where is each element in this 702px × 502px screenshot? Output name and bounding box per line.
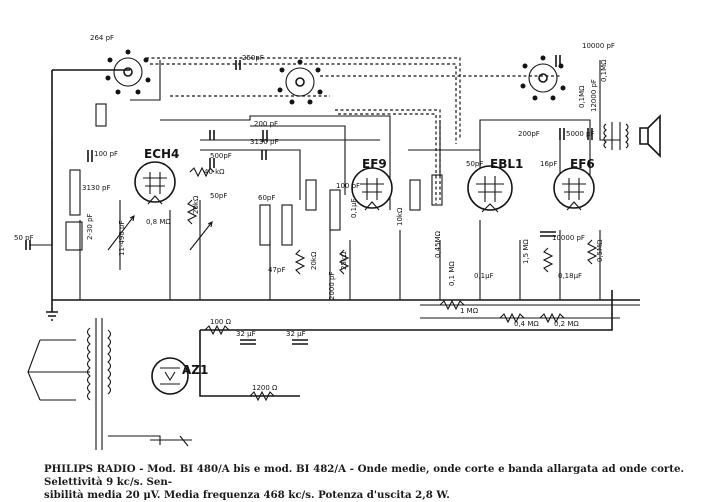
component-labels: 264 pF 250pF 10000 pF 0,1MΩ 0,1MΩ 12000 …: [14, 34, 615, 392]
label-05mohm: 0,5MΩ: [596, 239, 604, 262]
label-01mohm-a: 0,1MΩ: [600, 59, 608, 82]
output-transformer: [603, 122, 629, 150]
loudspeaker: [639, 114, 661, 158]
tube-label-ech4: ECH4: [144, 147, 179, 161]
label-10kohm: 10kΩ: [396, 207, 404, 226]
label-20kohm-left: 20kΩ: [192, 195, 200, 214]
capacitors: [25, 55, 593, 345]
caption: PHILIPS RADIO - Mod. BI 480/A bis e mod.…: [44, 463, 684, 502]
label-25kohm: 25kΩ: [340, 251, 348, 270]
label-200pf-right: 200pF: [518, 130, 540, 138]
label-100ohm: 100 Ω: [210, 318, 232, 326]
tube-label-ebl1: EBL1: [490, 157, 523, 171]
label-08mohm: 0,8 MΩ: [146, 218, 171, 226]
label-40kohm: 40 kΩ: [204, 168, 225, 176]
label-32uf-a: 32 μF: [236, 330, 256, 338]
tube-ef6: [553, 167, 595, 211]
b-plus-rail: [199, 290, 613, 397]
label-10000pf-top: 10000 pF: [582, 42, 615, 50]
label-5000pf: 5000 pF: [566, 130, 595, 138]
tube-az1: [151, 357, 189, 395]
label-20kohm-mid: 20kΩ: [310, 251, 318, 270]
wave-switch-1: [105, 49, 151, 95]
label-500pf: 500pF: [210, 152, 232, 160]
label-10000pf-right: 10000 pF: [552, 234, 585, 242]
tube-label-ef6: EF6: [570, 157, 595, 171]
label-045mohm: 0,45MΩ: [434, 230, 442, 258]
label-3130pf-top: 3130 pF: [250, 138, 279, 146]
label-02mohm: 0,2 MΩ: [554, 320, 579, 328]
tube-ef9: [351, 167, 393, 211]
label-60pf: 60pF: [258, 194, 275, 202]
caption-line-1: PHILIPS RADIO - Mod. BI 480/A bis e mod.…: [44, 463, 684, 488]
label-3130pf-left: 3130 pF: [82, 184, 111, 192]
ground-symbol: [46, 300, 58, 321]
label-04mohm: 0,4 MΩ: [514, 320, 539, 328]
tube-ech4: [134, 161, 176, 205]
label-2000pf: 2000 pF: [328, 271, 336, 300]
wave-switch-2: [277, 59, 323, 105]
label-200pf-top: 200 pF: [254, 120, 278, 128]
coils: [65, 103, 443, 251]
label-018uf: 0,18μF: [558, 272, 582, 280]
label-264pf: 264 pF: [90, 34, 114, 42]
circuit-schematic: ECH4 EF9 EBL1 EF6 AZ1 264 pF 250pF 10000…: [14, 34, 661, 450]
label-50pf-ebl1: 50pF: [466, 160, 483, 168]
label-15mohm: 1,5 MΩ: [522, 239, 530, 264]
label-16pf: 16pF: [540, 160, 557, 168]
label-1200ohm: 1200 Ω: [252, 384, 278, 392]
antenna-lead: [30, 140, 53, 246]
label-250pf: 250pF: [242, 54, 264, 62]
label-01uf-right: 0,1μF: [474, 272, 494, 280]
label-100pf-left: 100 pF: [94, 150, 118, 158]
label-01uf-mid: 0,1μF: [350, 198, 358, 218]
tuning-capacitor: [107, 215, 213, 251]
switch-linkage: [146, 57, 560, 204]
label-50pf-mid: 50pF: [210, 192, 227, 200]
label-32uf-b: 32 μF: [286, 330, 306, 338]
label-100pf-mid: 100 pF: [336, 182, 360, 190]
label-11-490pf: 11-490 pF: [118, 221, 126, 257]
label-1mohm: 1 MΩ: [460, 307, 479, 315]
label-50pf-antenna: 50 pF: [14, 234, 34, 242]
resistors: [186, 166, 598, 402]
tube-ebl1: [467, 165, 513, 213]
label-2-30pf: 2-30 pF: [86, 213, 94, 240]
label-01mohm-mid: 0,1 MΩ: [448, 261, 456, 286]
wave-switch-3: [520, 55, 566, 101]
label-12000pf: 12000 pF: [590, 79, 598, 112]
tube-label-az1: AZ1: [182, 363, 208, 377]
label-47pf: 47pF: [268, 266, 285, 274]
tube-label-ef9: EF9: [362, 157, 387, 171]
label-01mohm-b: 0,1MΩ: [578, 85, 586, 108]
power-transformer: [27, 318, 192, 450]
